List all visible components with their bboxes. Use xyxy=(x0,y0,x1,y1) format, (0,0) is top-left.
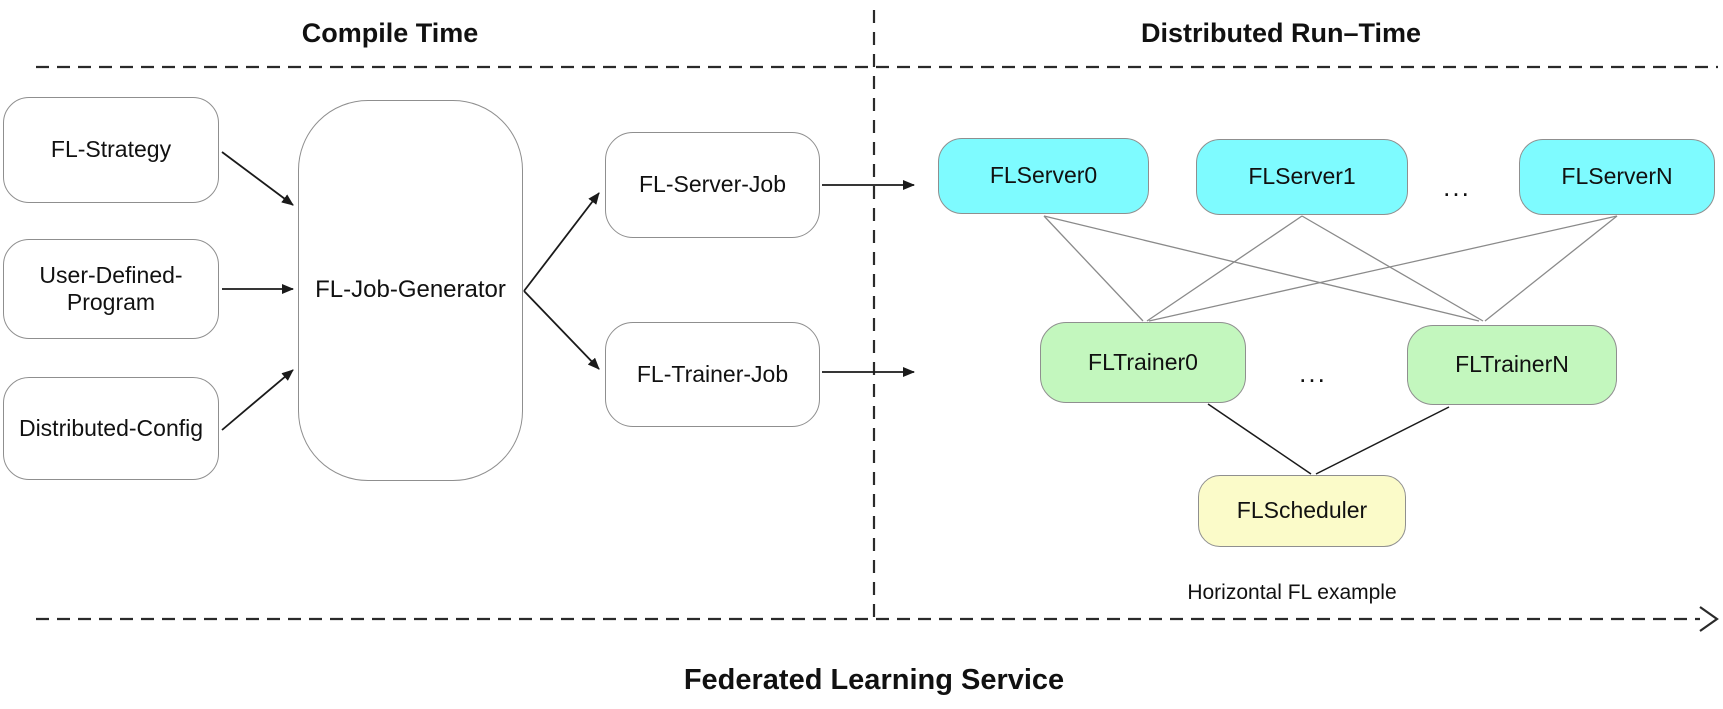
arrow-strategy-to-generator xyxy=(221,151,294,206)
connector-server0-trainer0 xyxy=(1043,215,1144,322)
servers-ellipsis: ... xyxy=(1443,172,1471,202)
bottom-boundary-arrowhead xyxy=(1699,606,1719,632)
node-fl-strategy: FL-Strategy xyxy=(3,97,219,203)
trainers-ellipsis: ... xyxy=(1299,358,1327,388)
node-flserver0: FLServer0 xyxy=(938,138,1149,214)
connector-trainer0-scheduler xyxy=(1207,403,1312,475)
horizontal-fl-example-caption: Horizontal FL example xyxy=(1187,581,1397,604)
node-flserverN: FLServerN xyxy=(1519,139,1715,215)
connector-trainerN-scheduler xyxy=(1315,406,1450,475)
node-distributed-config: Distributed-Config xyxy=(3,377,219,480)
connector-serverN-trainerN xyxy=(1484,215,1618,322)
node-fltrainer0: FLTrainer0 xyxy=(1040,322,1246,403)
node-fl-trainer-job: FL-Trainer-Job xyxy=(605,322,820,427)
node-fltrainerN: FLTrainerN xyxy=(1407,325,1617,405)
node-flscheduler: FLScheduler xyxy=(1198,475,1406,547)
arrow-generator-to-server-job xyxy=(523,192,600,292)
connector-server1-trainer0 xyxy=(1146,215,1303,322)
node-fl-server-job: FL-Server-Job xyxy=(605,132,820,238)
node-user-defined-program: User-Defined- Program xyxy=(3,239,219,339)
node-fl-job-generator: FL-Job-Generator xyxy=(298,100,523,481)
distributed-runtime-heading: Distributed Run–Time xyxy=(1140,18,1422,48)
compile-time-heading: Compile Time xyxy=(301,18,479,48)
arrow-config-to-generator xyxy=(221,369,294,431)
connector-serverN-trainer0 xyxy=(1148,215,1618,322)
connector-server1-trainerN xyxy=(1301,215,1484,322)
connector-server0-trainerN xyxy=(1043,215,1480,322)
arrow-generator-to-trainer-job xyxy=(523,290,600,370)
diagram-title: Federated Learning Service xyxy=(683,664,1065,696)
node-flserver1: FLServer1 xyxy=(1196,139,1408,215)
